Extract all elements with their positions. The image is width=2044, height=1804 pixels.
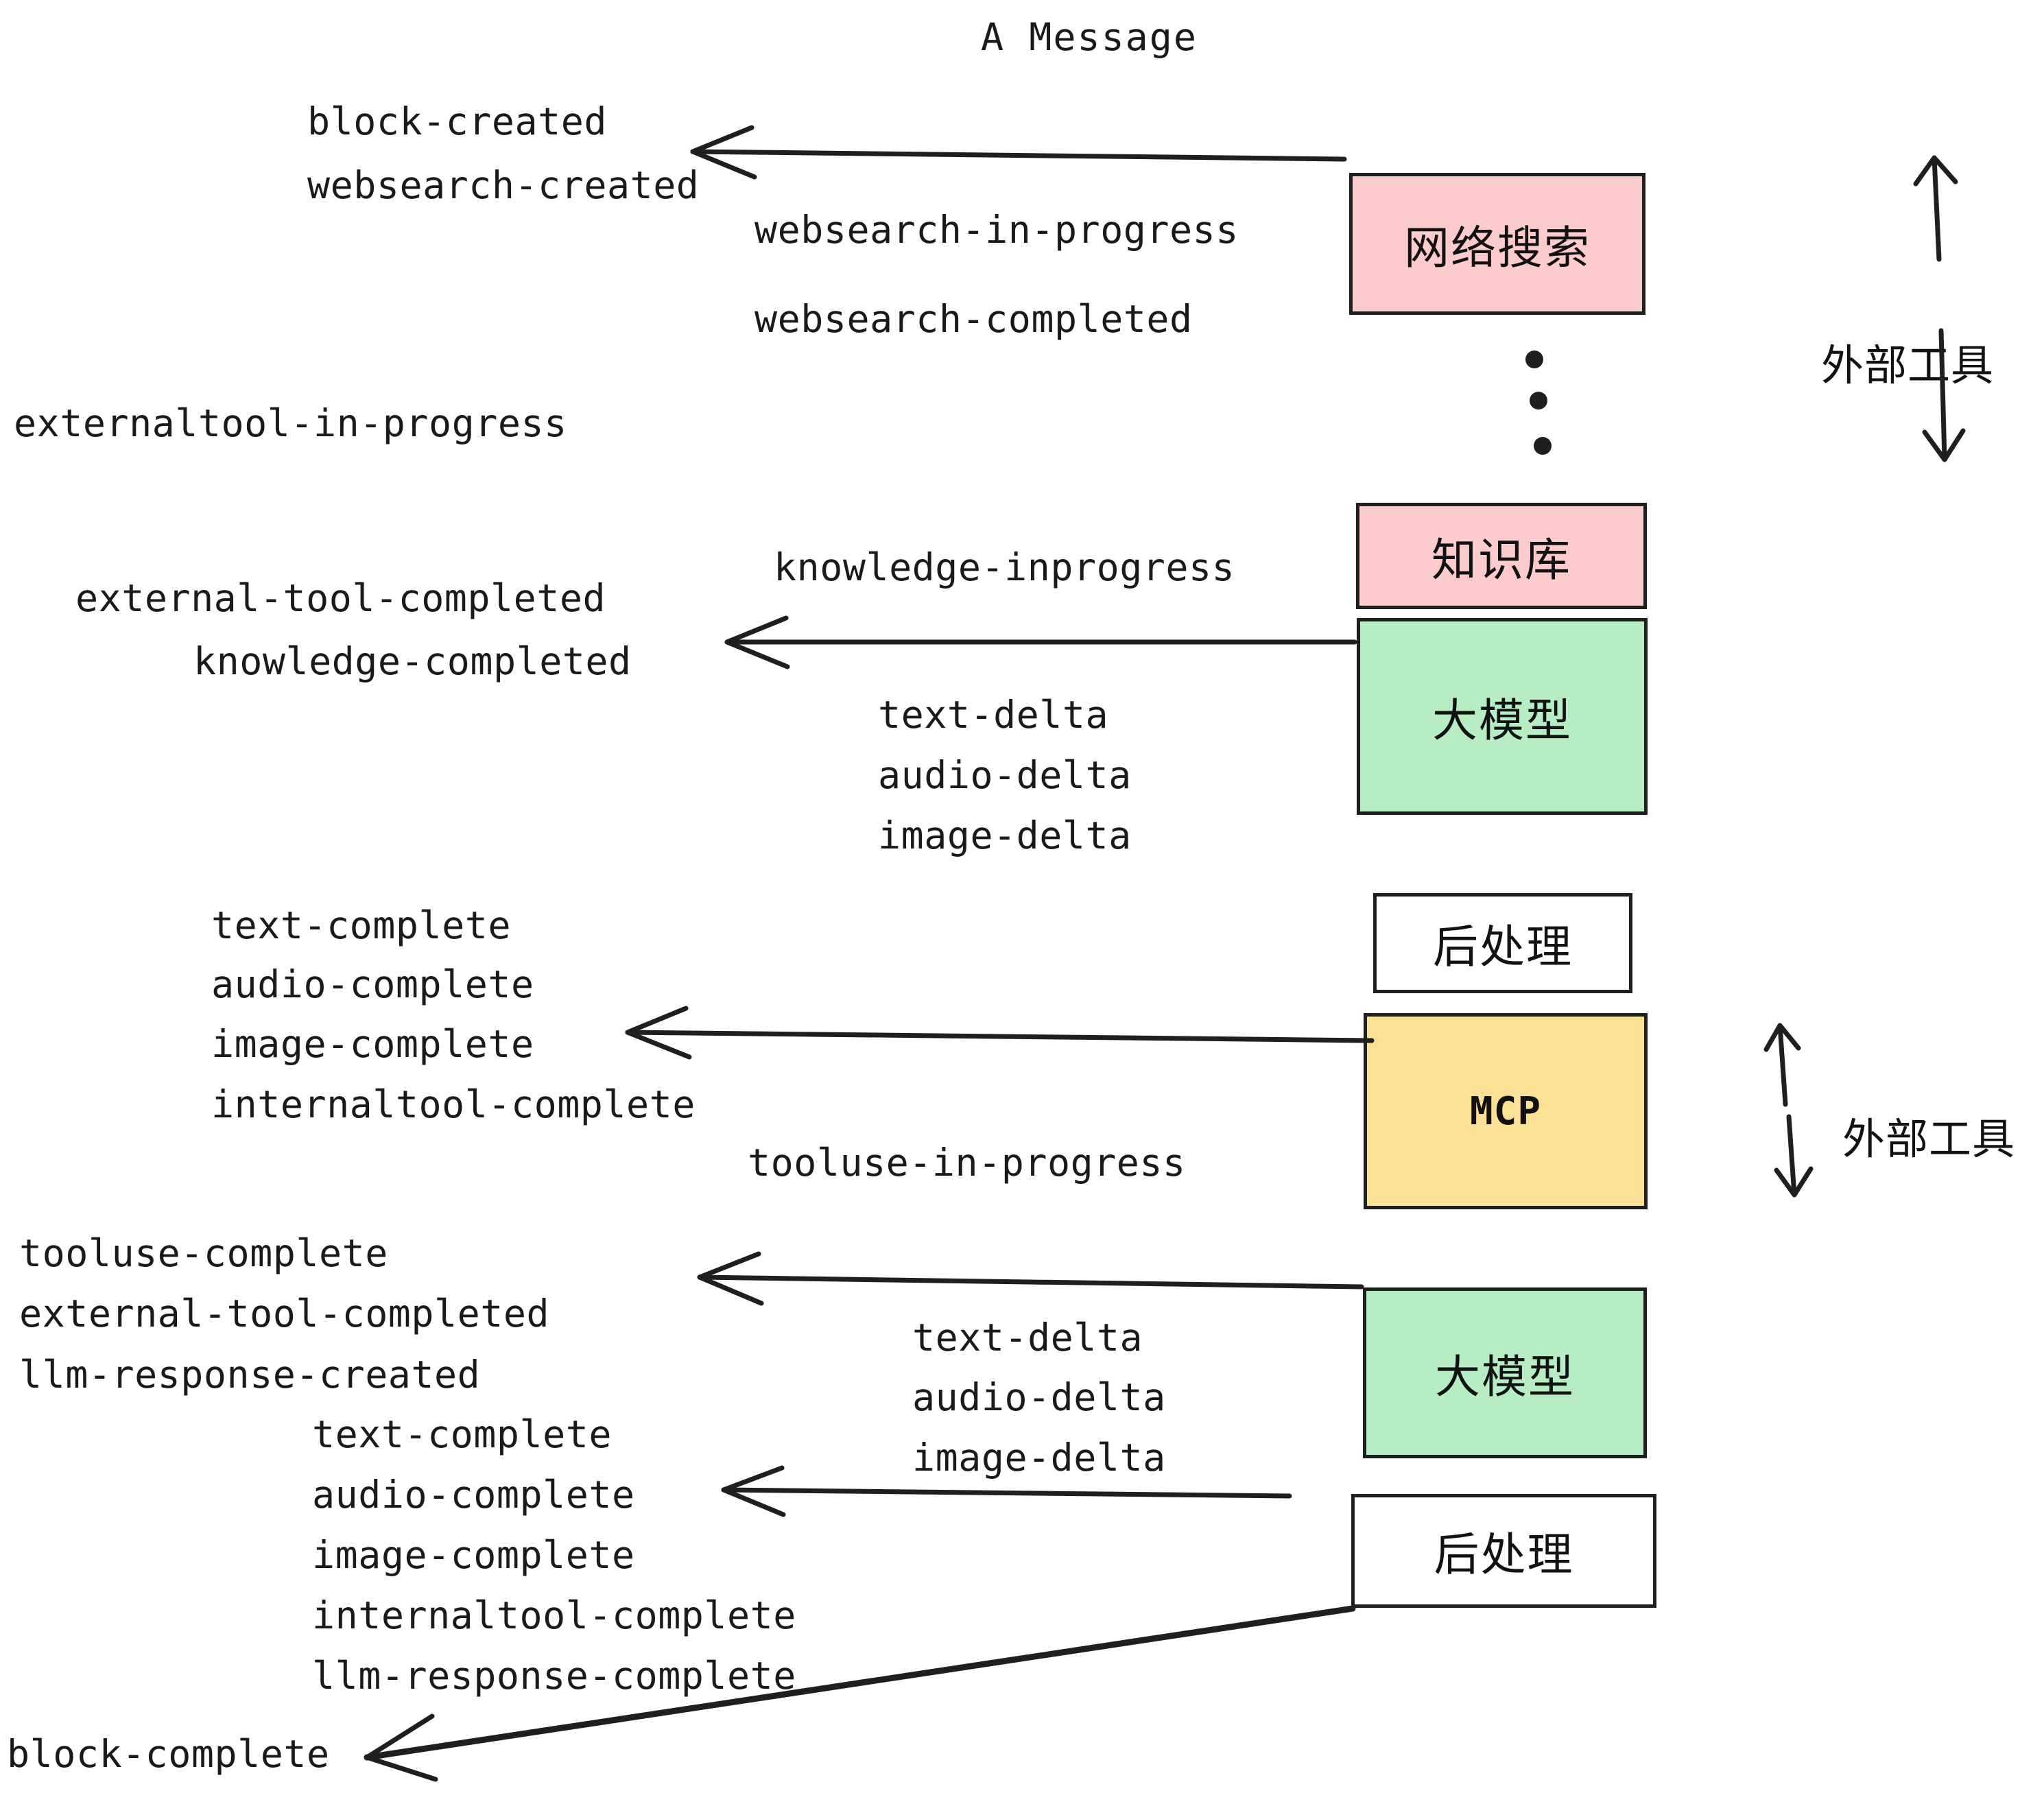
event-text-delta-2: text-delta xyxy=(912,1316,1143,1360)
node-websearch-label: 网络搜索 xyxy=(1404,221,1591,274)
event-externaltool-in-progress: externaltool-in-progress xyxy=(14,401,567,445)
node-postprocess-1[interactable]: 后处理 xyxy=(1373,893,1632,993)
arrow-postprocess1-to-left xyxy=(625,1006,1375,1060)
node-postprocess-2-label: 后处理 xyxy=(1434,1528,1574,1581)
ellipsis-dot-1 xyxy=(1525,351,1543,368)
ellipsis-dot-2 xyxy=(1530,392,1547,410)
event-websearch-completed: websearch-completed xyxy=(754,297,1193,341)
node-llm-1[interactable]: 大模型 xyxy=(1357,618,1648,815)
event-audio-complete-1: audio-complete xyxy=(211,962,534,1006)
node-mcp[interactable]: MCP xyxy=(1364,1013,1648,1209)
diagram-title: A Message xyxy=(981,15,1198,59)
event-audio-delta-1: audio-delta xyxy=(878,753,1132,797)
arrow-websearch-to-left xyxy=(690,125,1347,180)
event-block-complete: block-complete xyxy=(7,1732,330,1776)
event-internaltool-complete-2: internaltool-complete xyxy=(312,1593,796,1637)
event-audio-delta-2: audio-delta xyxy=(912,1375,1166,1419)
ellipsis-dot-3 xyxy=(1534,437,1552,455)
node-websearch[interactable]: 网络搜索 xyxy=(1349,173,1645,315)
event-text-complete-1: text-complete xyxy=(211,903,511,947)
event-websearch-created: websearch-created xyxy=(307,163,700,207)
event-image-delta-1: image-delta xyxy=(878,814,1132,857)
event-llm-response-complete: llm-response-complete xyxy=(312,1654,796,1698)
event-tooluse-in-progress: tooluse-in-progress xyxy=(748,1141,1186,1185)
node-knowledge-label: 知识库 xyxy=(1431,533,1571,586)
event-image-complete-2: image-complete xyxy=(312,1533,635,1577)
event-text-delta-1: text-delta xyxy=(878,693,1109,737)
event-image-complete-1: image-complete xyxy=(211,1022,534,1066)
event-block-created: block-created xyxy=(307,99,607,143)
event-audio-complete-2: audio-complete xyxy=(312,1473,635,1517)
event-external-tool-completed-1: external-tool-completed xyxy=(75,576,606,620)
arrow-mcp-to-left xyxy=(697,1251,1364,1306)
event-knowledge-completed: knowledge-completed xyxy=(193,639,632,683)
event-external-tool-completed-2: external-tool-completed xyxy=(19,1292,550,1336)
node-postprocess-1-label: 后处理 xyxy=(1433,921,1573,973)
node-llm-2[interactable]: 大模型 xyxy=(1363,1287,1647,1458)
node-postprocess-2[interactable]: 后处理 xyxy=(1351,1494,1656,1608)
arrow-knowledge-to-left xyxy=(724,615,1357,669)
node-knowledge[interactable]: 知识库 xyxy=(1356,503,1647,609)
event-knowledge-inprogress: knowledge-inprogress xyxy=(774,545,1235,589)
event-text-complete-2: text-complete xyxy=(312,1412,612,1456)
arrow-external-tool-top-up xyxy=(1913,155,1958,262)
event-image-delta-2: image-delta xyxy=(912,1436,1166,1480)
arrow-external-tool-bottom-up xyxy=(1763,1023,1801,1107)
event-internaltool-complete-1: internaltool-complete xyxy=(211,1082,696,1126)
node-mcp-label: MCP xyxy=(1469,1089,1542,1134)
side-label-external-tool-bottom: 外部工具 xyxy=(1842,1114,2016,1164)
event-tooluse-complete: tooluse-complete xyxy=(19,1231,388,1275)
event-websearch-in-progress: websearch-in-progress xyxy=(754,208,1239,252)
node-llm-2-label: 大模型 xyxy=(1435,1350,1575,1403)
event-llm-response-created: llm-response-created xyxy=(19,1353,481,1397)
side-label-external-tool-top: 外部工具 xyxy=(1821,340,1995,390)
node-llm-1-label: 大模型 xyxy=(1432,693,1572,747)
arrow-external-tool-bottom-down xyxy=(1774,1114,1814,1198)
